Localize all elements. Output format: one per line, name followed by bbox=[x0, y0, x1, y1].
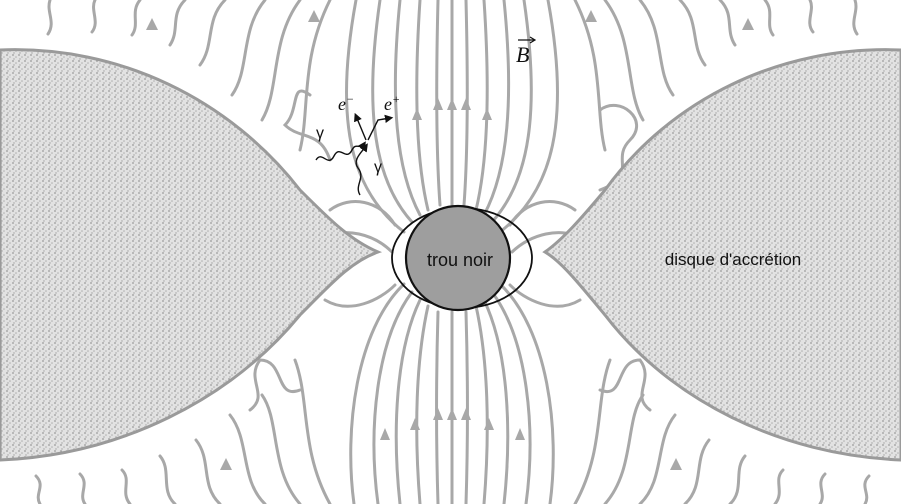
black-hole-disc bbox=[404, 204, 512, 312]
photon-1-path bbox=[315, 141, 366, 161]
magnetic-field-lines bbox=[34, 0, 871, 504]
positron-symbol: e bbox=[384, 94, 392, 114]
black-hole: trou noir bbox=[391, 204, 533, 312]
positron-track bbox=[367, 114, 394, 141]
electron-track bbox=[354, 112, 367, 141]
positron-sign: + bbox=[392, 92, 400, 106]
accretion-disk-label: disque d'accrétion bbox=[665, 250, 802, 269]
accretion-disk-left-lobe bbox=[0, 48, 383, 462]
magnetic-field-label: B bbox=[516, 36, 537, 67]
pair-creation bbox=[315, 112, 394, 196]
field-direction-arrows bbox=[146, 10, 754, 470]
black-hole-label: trou noir bbox=[427, 250, 493, 270]
accretion-disk-right-lobe bbox=[542, 48, 901, 462]
arrow-vector-icon bbox=[518, 36, 537, 44]
electron-label: e− bbox=[338, 92, 354, 114]
accretion-disk bbox=[0, 48, 901, 462]
positron-label: e+ bbox=[384, 92, 400, 114]
electron-sign: − bbox=[346, 92, 354, 106]
magnetic-field-symbol: B bbox=[516, 42, 529, 67]
photon-1-label: γ bbox=[316, 125, 324, 142]
photon-2-label: γ bbox=[374, 159, 382, 176]
electron-symbol: e bbox=[338, 94, 346, 114]
photon-2-path bbox=[355, 143, 368, 196]
